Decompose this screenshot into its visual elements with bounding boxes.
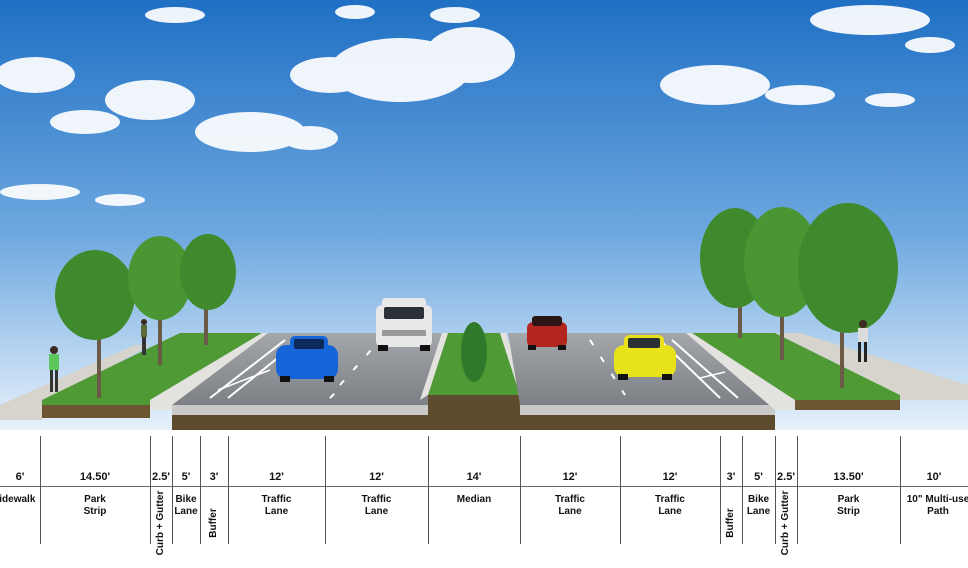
segment-divider (742, 436, 743, 544)
segment-traffic-lane-3: 12' Traffic Lane (520, 430, 620, 553)
segment-width-label: 14.50' (79, 471, 111, 483)
median-shrubs (461, 322, 487, 382)
segment-width-label: 5' (181, 471, 191, 483)
segment-curb-gutter-right: 2.5' Curb + Gutter (775, 430, 797, 555)
segment-curb-gutter-left: 2.5' Curb + Gutter (150, 430, 172, 555)
segment-name-label: Traffic Lane (554, 494, 585, 517)
median-soil (428, 395, 520, 430)
segment-divider (150, 436, 151, 544)
segment-width-label: 12' (562, 471, 578, 483)
right-trees (700, 203, 898, 388)
segment-width-label: 14' (466, 471, 482, 483)
street-cross-section-render (0, 0, 968, 430)
table-top-line (0, 486, 968, 487)
right-road-soil (520, 415, 775, 430)
segment-buffer-right: 3' Buffer (720, 430, 742, 553)
segment-width-label: 2.5' (777, 471, 795, 483)
segment-traffic-lane-1: 12' Traffic Lane (228, 430, 325, 553)
car-blue (276, 336, 338, 382)
segment-width-label: 3' (726, 471, 736, 483)
segment-name-label: 10" Multi-use Path (906, 494, 968, 517)
cross-section-dimension-table: 6' Sidewalk 14.50' Park Strip 2.5' Curb + Gut… (0, 430, 968, 555)
segment-name-label: Traffic Lane (654, 494, 685, 517)
segment-name-label: Buffer (208, 508, 219, 538)
right-park-strip (692, 333, 900, 400)
segment-width-label: 2.5' (152, 471, 170, 483)
car-white-suv (376, 298, 432, 351)
segment-name-label: Bike Lane (174, 494, 198, 517)
segment-divider (620, 436, 621, 544)
segment-bike-lane-right: 5' Bike Lane (742, 430, 775, 553)
segment-divider (775, 436, 776, 544)
pedestrian-left (49, 346, 59, 392)
segment-traffic-lane-2: 12' Traffic Lane (325, 430, 428, 553)
segment-divider (900, 436, 901, 544)
segment-divider (40, 436, 41, 544)
left-trees (55, 234, 236, 398)
left-sidewalk (0, 345, 150, 420)
segment-name-label: Median (456, 494, 492, 505)
pedestrian-left-2 (141, 319, 147, 355)
segment-park-strip-left: 14.50' Park Strip (40, 430, 150, 553)
segment-divider (325, 436, 326, 544)
segment-width-label: 12' (269, 471, 284, 483)
segment-divider (797, 436, 798, 544)
segment-name-label: Curb + Gutter (780, 490, 791, 556)
pedestrian-right (858, 320, 868, 362)
segment-divider (720, 436, 721, 544)
segment-divider (200, 436, 201, 544)
segment-divider (520, 436, 521, 544)
left-road-soil (172, 415, 428, 430)
segment-name-label: Sidewalk (0, 494, 36, 505)
car-red (527, 316, 567, 350)
segment-divider (228, 436, 229, 544)
segment-name-label: Bike Lane (746, 494, 771, 517)
segment-name-label: Curb + Gutter (155, 490, 166, 556)
left-curb (150, 333, 268, 410)
segment-park-strip-right: 13.50' Park Strip (797, 430, 900, 553)
right-multi-use-path (775, 333, 968, 400)
segment-divider (428, 436, 429, 544)
right-curb (686, 333, 795, 410)
segment-divider (172, 436, 173, 544)
segment-name-label: Traffic Lane (361, 494, 392, 517)
segment-name-label: Traffic Lane (261, 494, 292, 517)
clouds (0, 5, 955, 206)
segment-width-label: 13.50' (833, 471, 864, 483)
segment-median: 14' Median (428, 430, 520, 553)
segment-width-label: 12' (662, 471, 678, 483)
segment-buffer-left: 3' Buffer (200, 430, 228, 553)
segment-bike-lane-left: 5' Bike Lane (172, 430, 200, 553)
segment-width-label: 6' (15, 471, 25, 483)
segment-traffic-lane-4: 12' Traffic Lane (620, 430, 720, 553)
segment-width-label: 5' (754, 471, 763, 483)
segment-name-label: Buffer (725, 508, 736, 538)
segment-width-label: 12' (369, 471, 384, 483)
segment-width-label: 10' (926, 471, 942, 483)
car-yellow (614, 335, 676, 380)
segment-name-label: Park Strip (837, 494, 860, 517)
segment-name-label: Park Strip (83, 494, 107, 517)
segment-multi-use-path: 10' 10" Multi-use Path (900, 430, 968, 553)
segment-sidewalk: 6' Sidewalk (0, 430, 40, 553)
segment-width-label: 3' (209, 471, 219, 483)
